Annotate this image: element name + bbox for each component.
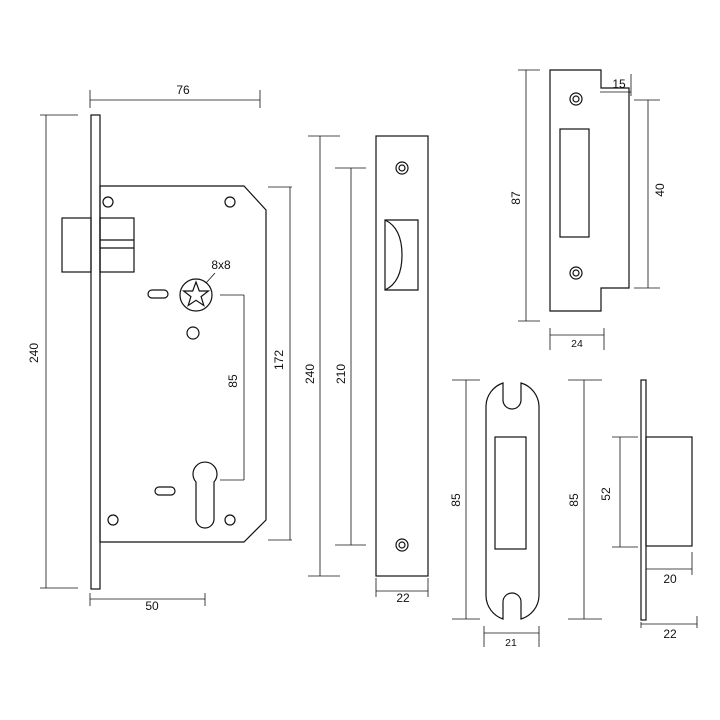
label-lock-height: 240 <box>27 343 41 363</box>
star-icon <box>181 280 211 307</box>
screw-hole-top-left <box>102 196 114 208</box>
label-faceplate-height: 240 <box>303 364 317 384</box>
strike-plate-outline <box>549 69 630 312</box>
label-box-plate-width: 22 <box>663 627 677 641</box>
small-hole <box>186 326 200 340</box>
faceplate-outline <box>375 135 429 577</box>
label-box-depth: 20 <box>663 572 677 586</box>
label-strike-height: 87 <box>509 191 523 205</box>
label-box-height: 52 <box>599 487 613 501</box>
faceplate-dimensions: 240 210 22 <box>303 135 429 605</box>
slot-lower <box>154 486 176 496</box>
lock-body-dimensions: 76 240 50 8x8 85 172 <box>27 83 292 613</box>
lock-case <box>99 185 267 543</box>
label-strike-width: 24 <box>571 338 583 350</box>
screw-hole-inner <box>398 164 406 172</box>
label-backset: 50 <box>145 599 159 613</box>
round-strike-plate <box>485 382 540 620</box>
strike-screw-top <box>569 92 583 106</box>
label-strike-lip: 15 <box>612 77 626 91</box>
faceplate <box>375 135 429 577</box>
label-strike-opening: 40 <box>653 183 667 197</box>
screw-hole-inner <box>572 95 580 103</box>
label-spindle-size: 8x8 <box>211 258 231 272</box>
screw-hole-top-right <box>224 196 236 208</box>
mortise-lock-body <box>61 114 267 590</box>
lock-forend <box>90 114 101 590</box>
label-case-height: 172 <box>272 350 286 370</box>
box-strike-dimensions: 85 52 20 22 <box>567 379 698 641</box>
screw-hole-inner <box>572 269 580 277</box>
box-strike-box <box>645 436 693 547</box>
label-box-strike-height: 85 <box>567 493 581 507</box>
latch-curve <box>384 219 403 291</box>
faceplate-screw-bottom <box>395 538 409 552</box>
spindle-hub <box>179 278 213 312</box>
latch-bolt <box>61 217 92 273</box>
cylinder-hole <box>192 461 218 529</box>
strike-plate-dimensions: 87 15 40 24 <box>509 69 667 350</box>
label-center-distance: 85 <box>226 374 240 388</box>
screw-hole-bottom-left <box>107 514 119 526</box>
faceplate-screw-top <box>395 161 409 175</box>
leader-line <box>205 272 216 284</box>
round-strike-dimensions: 85 21 <box>449 379 540 649</box>
label-round-strike-height: 85 <box>449 493 463 507</box>
strike-screw-bottom <box>569 266 583 280</box>
strike-plate <box>549 69 630 312</box>
label-round-strike-width: 21 <box>505 637 517 649</box>
label-lock-width: 76 <box>176 83 190 97</box>
box-strike <box>640 379 693 621</box>
screw-hole-inner <box>398 541 406 549</box>
screw-hole-bottom-right <box>224 514 236 526</box>
latch-opening <box>384 219 419 291</box>
round-strike-outline <box>485 382 540 620</box>
label-hole-spacing: 210 <box>334 364 348 384</box>
round-strike-opening <box>494 436 527 550</box>
latch-mechanism <box>99 217 135 273</box>
slot-upper <box>147 289 169 299</box>
label-faceplate-width: 22 <box>396 591 410 605</box>
strike-opening <box>559 128 590 238</box>
box-strike-plate <box>640 379 647 621</box>
